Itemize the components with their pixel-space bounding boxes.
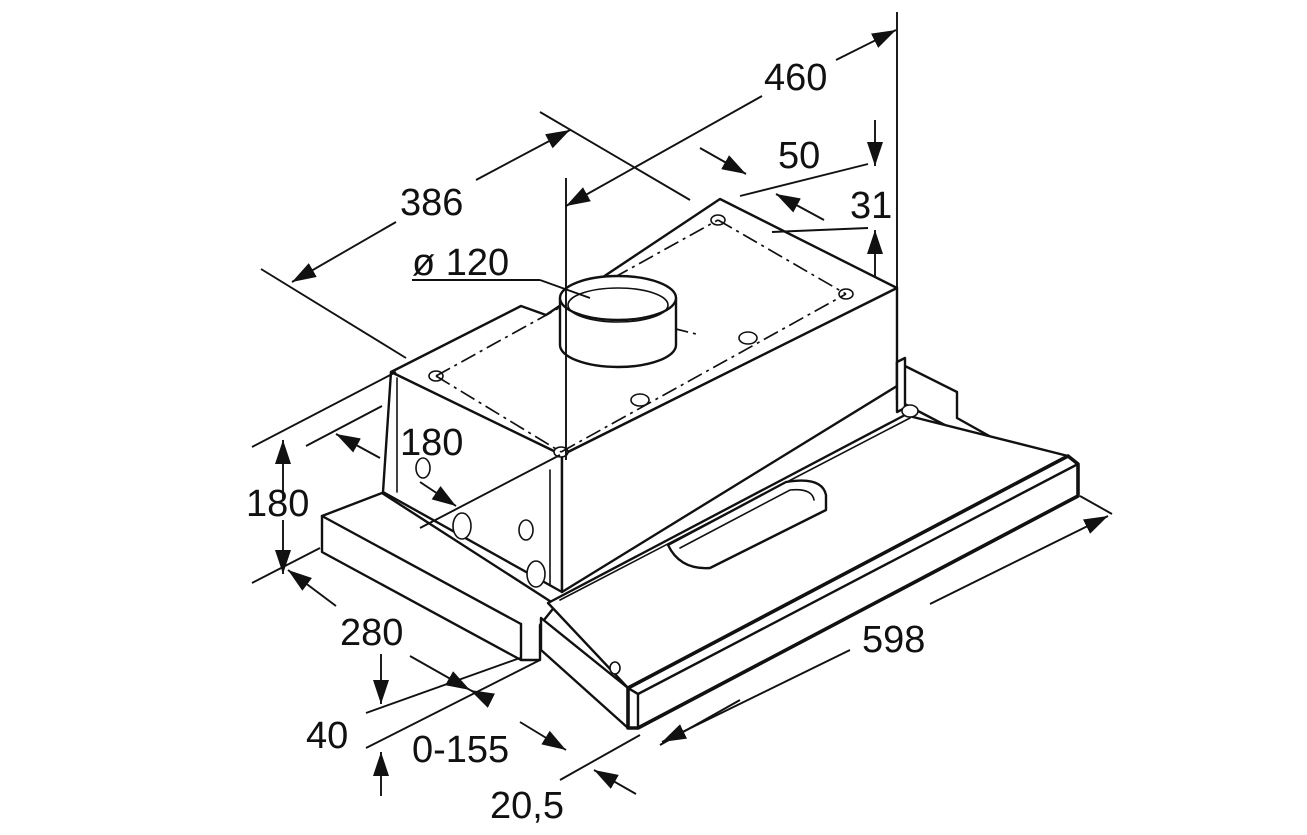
drawer-screw [609,661,621,675]
extension-line [771,227,869,233]
bracket [452,512,472,540]
dim-label-598: 598 [862,619,925,661]
extension-line [365,659,541,749]
bracket [526,560,546,588]
dim-label-280: 280 [340,612,403,654]
arrow-icon [335,433,381,459]
arrow-icon [519,721,567,751]
extension-line [305,405,383,447]
center-line [435,375,562,453]
dim-label-180-inner: 180 [400,422,463,464]
drawer-handle [666,479,828,570]
dim-label-40: 40 [306,715,348,757]
arrow-icon [419,481,457,507]
extension-line [559,734,641,781]
arrow-icon [469,689,496,708]
extension-line [365,657,521,714]
leader-line [539,279,591,299]
dimension-lines [251,12,1113,796]
arrow-icon [775,193,825,221]
extension-line [419,454,561,529]
arrow-icon [661,649,851,743]
extension-line [251,547,321,584]
front-panel-edge [626,686,640,696]
top-hole [630,393,650,407]
center-line [560,293,847,453]
center-line [717,219,847,295]
dim-label-386: 386 [400,182,463,224]
arrow-icon [929,515,1109,605]
extension-line [1079,495,1113,515]
mounting-hole [518,519,534,541]
drawer-hinge [901,404,919,418]
dim-label-31: 31 [850,185,892,227]
arrow-icon [699,147,747,175]
base-plate-edge [320,514,523,626]
extension-line [739,163,869,197]
rear-flange [895,356,907,414]
arrow-icon [835,29,897,61]
arrow-icon [409,655,471,691]
dim-label-diameter: ø 120 [412,242,509,284]
dim-label-0-155: 0-155 [412,729,509,771]
arrow-icon [475,129,571,181]
dim-label-180-height: 180 [246,483,309,525]
dimension-labels: 460 386 ø 120 50 31 180 180 280 40 0-155… [246,57,925,827]
mounting-hole [415,457,431,479]
dim-label-20-5: 20,5 [490,785,564,827]
extension-line [539,111,691,201]
front-panel-edge [636,462,1080,696]
drawer-handle-inner [679,488,815,549]
dim-label-50: 50 [778,135,820,177]
top-hole [738,331,758,345]
arrow-icon [287,569,337,607]
arrow-icon [593,769,637,795]
duct-outlet-inner [567,287,669,323]
extension-line [251,371,397,448]
duct-outlet-top [558,274,678,322]
dim-label-460: 460 [764,57,827,99]
arrow-icon [565,95,763,207]
hood-outline [320,197,1080,730]
center-line [435,219,719,377]
arrow-icon [291,221,397,283]
extension-line [260,268,407,359]
